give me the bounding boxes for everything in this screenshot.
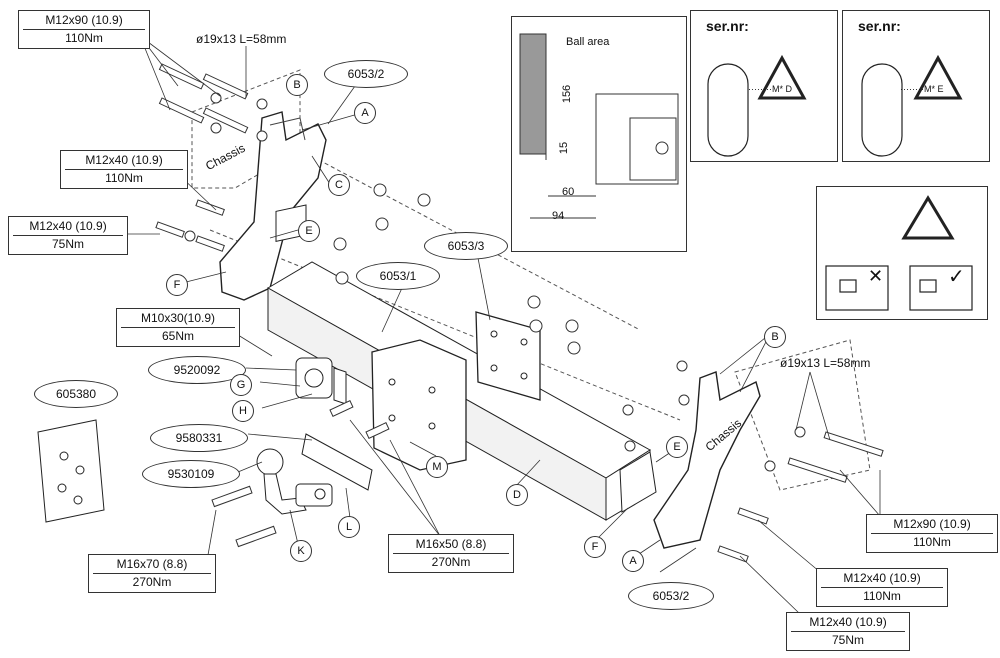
label-top-left-m12x90: M12x90 (10.9) 110Nm: [18, 10, 150, 49]
callout-e-bottom: E: [666, 436, 688, 458]
ser-code-e: ········M* E: [900, 84, 944, 94]
bolts-left: [155, 63, 268, 252]
socket-plate: [295, 357, 347, 405]
bolt-size: M12x40 (10.9): [65, 153, 183, 170]
bolt-torque: 75Nm: [831, 633, 864, 647]
label-m16x70: M16x70 (8.8) 270Nm: [88, 554, 216, 593]
part-9530109: 9530109: [142, 460, 240, 488]
bolt-size: M16x50 (8.8): [393, 537, 509, 554]
bolt-torque: 110Nm: [863, 589, 901, 603]
part-6053-2-bottom: 6053/2: [628, 582, 714, 610]
bolt-torque: 65Nm: [161, 329, 194, 343]
callout-f-top: F: [166, 274, 188, 296]
spacer-right-label: ø19x13 L=58mm: [780, 356, 871, 370]
dim-94: 94: [552, 210, 565, 222]
callout-b-top: B: [286, 74, 308, 96]
bolt-torque: 110Nm: [65, 31, 103, 45]
bolt-torque: 75Nm: [51, 237, 84, 251]
bolt-size: M12x40 (10.9): [13, 219, 123, 236]
label-left-m12x40-75: M12x40 (10.9) 75Nm: [8, 216, 128, 255]
spacer-left-label: ø19x13 L=58mm: [196, 32, 287, 46]
tow-ball: [256, 448, 333, 515]
part-6053-1: 6053/1: [356, 262, 440, 290]
callout-a-bottom: A: [622, 550, 644, 572]
bolt-size: M12x90 (10.9): [23, 13, 145, 30]
bolt-torque: 110Nm: [913, 535, 951, 549]
bolt-torque: 270Nm: [132, 575, 172, 589]
label-m16x50: M16x50 (8.8) 270Nm: [388, 534, 514, 573]
callout-l: L: [338, 516, 360, 538]
bolt-size: M10x30(10.9): [121, 311, 235, 328]
dim-156: 156: [561, 84, 574, 104]
ser-title-d: ser.nr:: [706, 18, 749, 34]
right-bracket: [653, 371, 761, 549]
ball-area-panel: [511, 16, 687, 252]
ball-area-drawing: [519, 33, 679, 219]
ser-panel-e: [842, 10, 990, 162]
callout-b-bottom: B: [764, 326, 786, 348]
part-6053-2-top: 6053/2: [324, 60, 408, 88]
part-6053-3: 6053/3: [424, 232, 508, 260]
ser-panel-d: [690, 10, 838, 162]
callout-a-top: A: [354, 102, 376, 124]
bolt-size: M12x90 (10.9): [871, 517, 993, 534]
bolt-size: M16x70 (8.8): [93, 557, 211, 574]
center-plate-left: [371, 339, 467, 471]
callout-h: H: [232, 400, 254, 422]
bolt-size: M12x40 (10.9): [791, 615, 905, 632]
callout-e-top: E: [298, 220, 320, 242]
bolts-right: [717, 426, 884, 563]
label-right-m12x40-110: M12x40 (10.9) 110Nm: [816, 568, 948, 607]
washer-ok-mark: ✓: [948, 266, 965, 288]
callout-f-bottom: F: [584, 536, 606, 558]
dim-15: 15: [558, 141, 571, 155]
label-right-m12x90: M12x90 (10.9) 110Nm: [866, 514, 998, 553]
bolt-torque: 270Nm: [431, 555, 471, 569]
callout-g: G: [230, 374, 252, 396]
chassis-outline-right: [734, 339, 871, 491]
dim-60: 60: [562, 186, 575, 198]
label-m10x30: M10x30(10.9) 65Nm: [116, 308, 240, 347]
ser-code-d: ········M* D: [748, 84, 792, 94]
plate-l: [301, 433, 373, 491]
washer-wrong-mark: ✕: [868, 266, 884, 286]
washer-warning-panel: [816, 186, 988, 320]
part-605380: 605380: [34, 380, 118, 408]
bolt-size: M12x40 (10.9): [821, 571, 943, 588]
callout-m: M: [426, 456, 448, 478]
kit-bag-605380: [37, 419, 105, 523]
bolt-torque: 110Nm: [105, 171, 143, 185]
part-9580331: 9580331: [150, 424, 248, 452]
label-right-m12x40-75: M12x40 (10.9) 75Nm: [786, 612, 910, 651]
ball-area-title: Ball area: [566, 36, 610, 48]
callout-k: K: [290, 540, 312, 562]
callout-d: D: [506, 484, 528, 506]
ser-title-e: ser.nr:: [858, 18, 901, 34]
part-9520092: 9520092: [148, 356, 246, 384]
callout-c: C: [328, 174, 350, 196]
label-left-m12x40-110: M12x40 (10.9) 110Nm: [60, 150, 188, 189]
